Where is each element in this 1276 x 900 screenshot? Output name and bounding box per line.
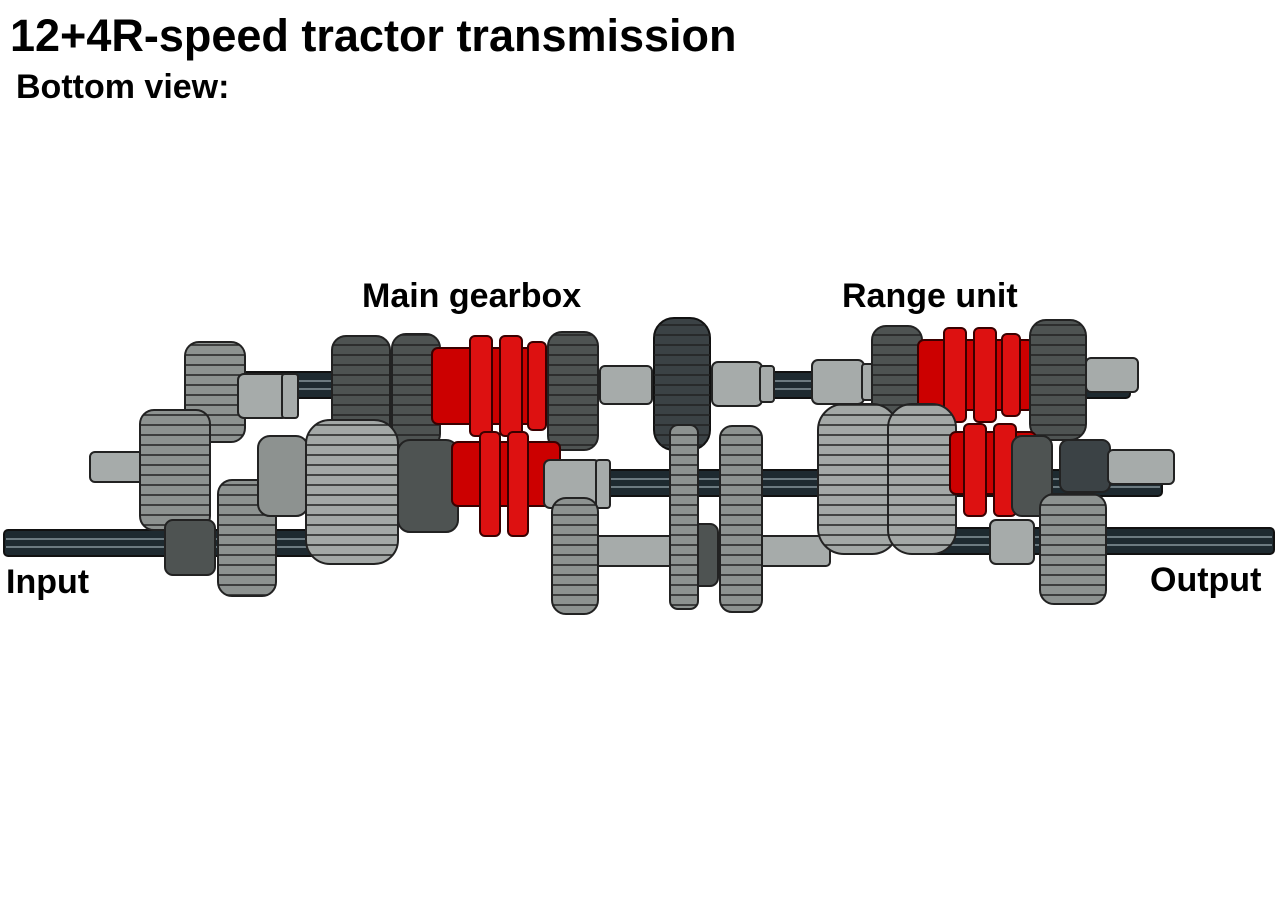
diagram-title: 12+4R-speed tractor transmission	[10, 10, 737, 61]
view-subtitle: Bottom view:	[16, 68, 230, 106]
centre-gear-stack	[653, 317, 775, 613]
range-unit-label: Range unit	[842, 277, 1018, 315]
output-label: Output	[1150, 561, 1262, 599]
main-gearbox-label: Main gearbox	[362, 277, 582, 315]
input-label: Input	[6, 563, 90, 601]
main-gearbox-assembly	[305, 331, 719, 615]
left-gear-cluster	[89, 341, 309, 597]
range-unit-assembly	[811, 319, 1175, 605]
